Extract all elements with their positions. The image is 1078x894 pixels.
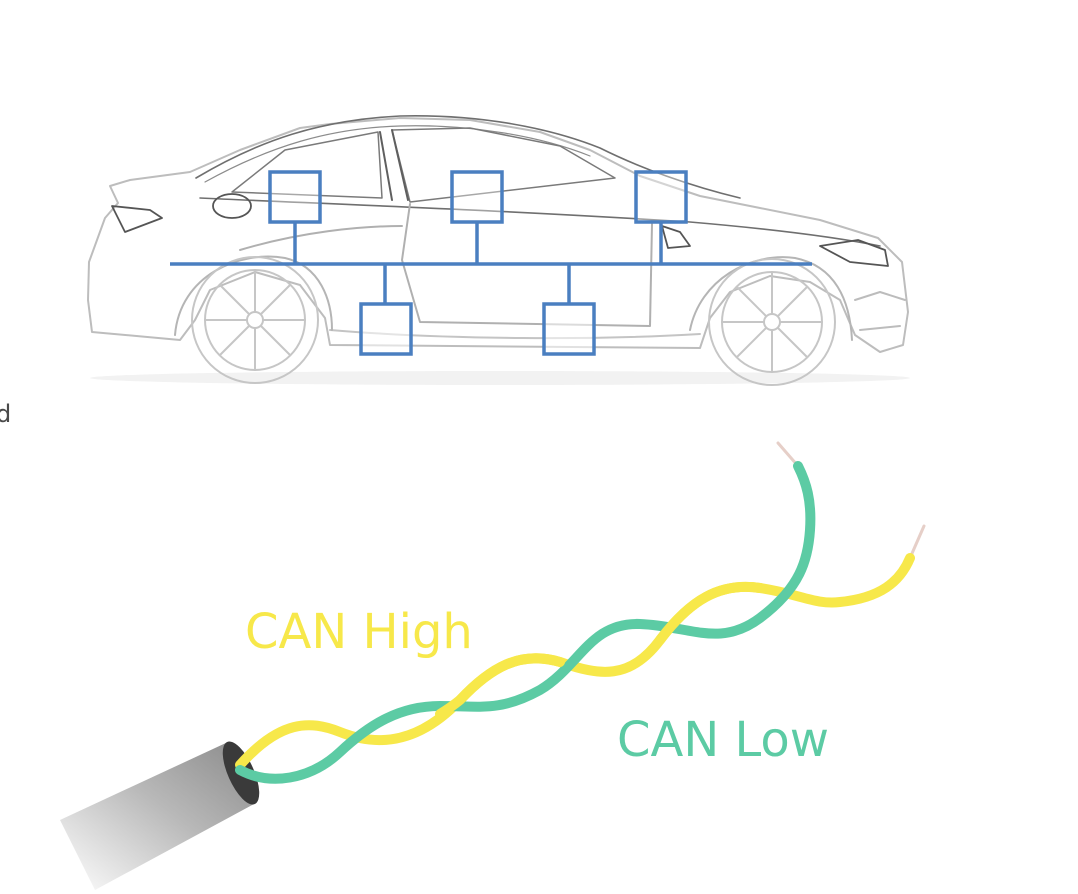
- can-high-wire-tip: [908, 524, 926, 560]
- can-low-label: CAN Low: [617, 712, 830, 768]
- car-headlight: [819, 239, 889, 267]
- can-bus-network: [170, 170, 812, 356]
- cable-jacket: [60, 741, 260, 890]
- can-high-label: CAN High: [245, 604, 473, 660]
- car-rear-wheel: [191, 256, 319, 384]
- can-low-wire-tip: [776, 441, 800, 468]
- can-low-wire: [235, 461, 816, 784]
- ecu-node-4: [359, 302, 413, 356]
- edge-text-fragment: d: [0, 400, 12, 428]
- car-front-wheel: [708, 258, 836, 386]
- car-rear-light: [111, 205, 163, 233]
- car-illustration: [87, 115, 910, 386]
- car-front-bumper: [854, 291, 906, 331]
- ecu-node-3: [634, 170, 688, 224]
- car-shadow: [90, 371, 910, 385]
- car-rear-arch: [174, 255, 333, 336]
- car-door-line-rear: [239, 225, 403, 251]
- car-mirror: [661, 225, 691, 249]
- can-high-wire: [235, 553, 915, 770]
- car-fuel-cap: [212, 193, 252, 219]
- car-body-outline: [87, 117, 909, 353]
- ecu-node-5: [542, 302, 596, 356]
- car-door-line-front: [401, 203, 653, 327]
- car-front-window: [391, 127, 616, 203]
- can-high-wire-overlap-2: [655, 581, 765, 645]
- car-belt-line: [199, 197, 881, 247]
- can-high-wire-overlap: [435, 653, 565, 719]
- car-front-arch: [689, 256, 853, 341]
- car-rear-window: [231, 131, 383, 199]
- twisted-pair-cable: [60, 441, 926, 890]
- ecu-node-2: [450, 170, 504, 224]
- car-roof-inner: [204, 125, 591, 183]
- ecu-node-1: [268, 170, 322, 224]
